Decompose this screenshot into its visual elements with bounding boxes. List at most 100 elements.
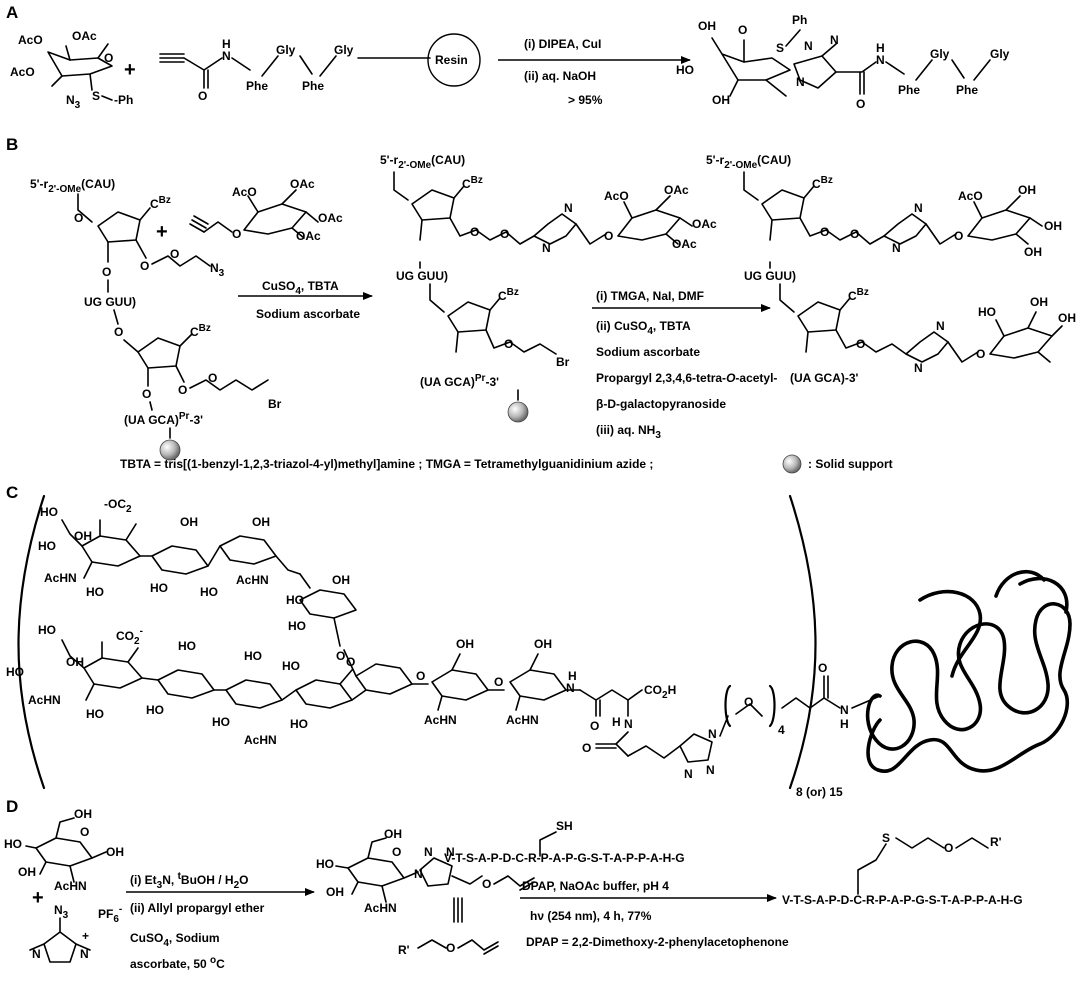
b-sm-o-5: O: [178, 383, 187, 397]
d-peptide-product: S O R' V-T-S-A-P-D-C-R-P-A-P-G-S-T-A-P-P…: [782, 831, 1023, 907]
b-prod-oh-3: OH: [1024, 245, 1042, 259]
d-cond2-line-2: hν (254 nm), 4 h, 77%: [530, 909, 652, 923]
a-prod-n-3: N: [830, 33, 839, 47]
b-mid-oac-3: OAc: [672, 237, 697, 251]
b-prod-cbz: CBz: [812, 175, 833, 191]
a-prod-ph: Ph: [792, 13, 807, 27]
d-int-o-ether: O: [482, 877, 491, 891]
c-top-ho-2: HO: [38, 539, 56, 553]
panel-label-d: D: [6, 797, 18, 816]
c-core-o-amide-2: O: [582, 741, 591, 755]
a-prod-gly-2: Gly: [990, 47, 1010, 61]
panel-c: C 8 (or) 15 HO -OC2 HO OH AcHN HO HO AcH…: [6, 483, 1072, 799]
a-azido-sugar: AcO OAc AcO O N3 S -Ph: [10, 29, 133, 111]
b-mid-oac-2: OAc: [692, 217, 717, 231]
c-core-nh2-n: N: [624, 717, 633, 731]
a-label-oac: OAc: [72, 29, 97, 43]
d-int-n-2: N: [424, 845, 433, 859]
b-footnote: TBTA = tris[(1-benzyl-1,2,3-triazol-4-yl…: [120, 457, 653, 471]
d-glc-oh-2: OH: [18, 865, 36, 879]
b-alk-o: O: [232, 227, 241, 241]
d-peptide-thiol: SH V-T-S-A-P-D-C-R-P-A-P-G-S-T-A-P-P-A-H…: [444, 819, 685, 865]
c-core-achn-2: AcHN: [506, 713, 539, 727]
d-pep1-sh: SH: [556, 819, 573, 833]
a-prod-gly-1: Gly: [930, 47, 950, 61]
d-glc-o: O: [80, 825, 89, 839]
b-prod-o-2: O: [850, 227, 859, 241]
b-prod-oh-1: OH: [1018, 183, 1036, 197]
b-propargyl-galactoside: O AcO OAc OAc OAc: [189, 177, 343, 243]
b-mid-n-2: N: [564, 201, 573, 215]
b-alk-aco: AcO: [232, 185, 257, 199]
a-prod-ring-o: O: [738, 23, 747, 37]
a-label-n3: N3: [66, 93, 81, 111]
b-prod-ho: HO: [978, 305, 996, 319]
a-label-aco-1: AcO: [18, 33, 43, 47]
c-top-ho-7: HO: [288, 619, 306, 633]
d-reag-n3: N3: [54, 903, 69, 921]
b-rna-starting-material: 5'-r2'-OMe(CAU) O CBz O O O N3 UG GUU) O…: [30, 177, 282, 461]
c-top-achn-2: AcHN: [236, 573, 269, 587]
d-int-o: O: [392, 845, 401, 859]
d-pep2-seq: V-T-S-A-P-D-C-R-P-A-P-G-S-T-A-P-P-A-H-G: [782, 893, 1023, 907]
b-mid-o-3: O: [604, 229, 613, 243]
b-prod-oh-2: OH: [1044, 219, 1062, 233]
a-label-gly-1: Gly: [276, 43, 296, 57]
panel-b: B 5'-r2'-OMe(CAU) O CBz O O O N3 UG GUU)…: [6, 135, 1076, 474]
b-rna-product: 5'-r2'-OMe(CAU) CBz O O N N O AcO OH OH …: [706, 153, 1076, 385]
c-core-oh-2: OH: [534, 637, 552, 651]
d-glc-ho: HO: [4, 837, 22, 851]
b-sm-cbz: CBz: [150, 195, 171, 211]
b-cond2-line-2: (ii) CuSO4, TBTA: [596, 319, 691, 337]
c-bot-ho-9: HO: [290, 717, 308, 731]
c-glycan-top-branch: HO -OC2 HO OH AcHN HO HO AcHN HO OH OH H…: [38, 497, 357, 663]
a-prod-s: S: [776, 41, 784, 55]
c-core-achn-1: AcHN: [424, 713, 457, 727]
b-mid-solid-support: [507, 401, 529, 423]
c-core-nh2-h: H: [612, 715, 621, 729]
d-int-r: R': [398, 943, 410, 957]
d-reag-plus: +: [82, 929, 89, 943]
a-label-resin: Resin: [435, 53, 468, 67]
b-cond2-line-4: Propargyl 2,3,4,6-tetra-O-acetyl-: [596, 371, 777, 385]
a-alkyne-peptide-resin: O H N Phe Gly Phe Gly Resin: [159, 33, 481, 103]
b-rna-intermediate: 5'-r2'-OMe(CAU) CBz O O N N O AcO OAc OA…: [380, 153, 717, 423]
c-top-ho-5: HO: [200, 585, 218, 599]
c-top-ho-3: HO: [86, 585, 104, 599]
b-sm-solid-support: [159, 439, 181, 461]
c-repeat-count: 8 (or) 15: [796, 785, 843, 799]
d-int-n-3: N: [446, 845, 455, 859]
c-core-n-t2: N: [706, 763, 715, 777]
b-alk-oac-3: OAc: [296, 229, 321, 243]
c-core-peg-sub: 4: [778, 723, 785, 737]
c-core-n-t3: N: [708, 727, 717, 741]
b-sm-o-link-2: O: [114, 325, 123, 339]
c-bot-co2: CO2-: [116, 626, 143, 647]
b-prod-oh-5: OH: [1058, 311, 1076, 325]
a-prod-phe-1: Phe: [898, 83, 920, 97]
a-label-gly-2: Gly: [334, 43, 354, 57]
panel-label-b: B: [6, 135, 18, 154]
b-cond2-line-1: (i) TMGA, NaI, DMF: [596, 289, 704, 303]
c-protein-carrier-2: [918, 569, 1069, 678]
a-label-phe-2: Phe: [302, 79, 324, 93]
c-core-oh-1: OH: [456, 637, 474, 651]
b-sm-o-ether-2: O: [208, 371, 217, 385]
c-top-oh-4: OH: [332, 573, 350, 587]
c-top-oh-3: OH: [252, 515, 270, 529]
c-top-o-link: O: [336, 649, 345, 663]
d-int-achn: AcHN: [364, 901, 397, 915]
a-prod-oh-2: OH: [712, 93, 730, 107]
d-pep2-o: O: [944, 841, 953, 855]
b-prod-cbz-2: CBz: [848, 287, 869, 303]
b-sm-o-4: O: [142, 387, 151, 401]
b-mid-o-1: O: [470, 225, 479, 239]
c-bot-achn-2: AcHN: [244, 733, 277, 747]
b-mid-ug: UG GUU): [396, 269, 448, 283]
b-mid-head: 5'-r2'-OMe(CAU): [380, 153, 465, 171]
a-label-aco-2: AcO: [10, 65, 35, 79]
b-plus: +: [156, 221, 168, 243]
b-sm-o-2: O: [140, 259, 149, 273]
a-label-s: S: [92, 89, 100, 103]
